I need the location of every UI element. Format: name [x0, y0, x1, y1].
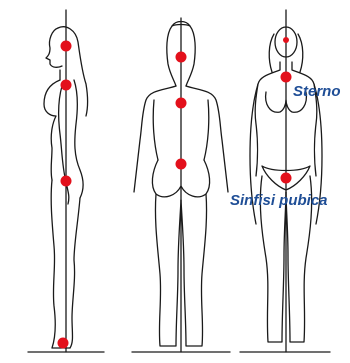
front-hair-right: [298, 34, 303, 72]
back-hair-left: [167, 26, 176, 86]
label-pubic-symphysis: Sinfisi pubica: [230, 193, 328, 208]
back-torso-left: [134, 86, 176, 192]
marker-front-pubic-symphysis: [281, 173, 292, 184]
back-torso-right: [186, 86, 228, 192]
marker-side-ankle: [58, 338, 69, 349]
marker-back-sacrum: [176, 159, 187, 170]
marker-side-shoulder: [61, 80, 72, 91]
figure-side-view: [28, 10, 104, 352]
side-torso-front: [44, 80, 60, 180]
side-leg-front: [51, 180, 70, 348]
side-hair: [58, 27, 88, 116]
front-torso-right: [292, 62, 317, 176]
label-sternum: Sterno: [293, 84, 341, 99]
marker-back-head: [176, 52, 187, 63]
figure-front-view: [240, 10, 330, 352]
back-leg-left: [155, 194, 181, 346]
back-arm-inner-right: [204, 100, 209, 160]
marker-front-sternum: [281, 72, 292, 83]
side-leg-back: [70, 198, 80, 348]
back-hair-right: [186, 26, 195, 86]
side-back: [74, 80, 83, 198]
back-leg-right: [181, 194, 207, 346]
back-arm-inner-left: [153, 100, 158, 160]
marker-back-spine: [176, 98, 187, 109]
marker-front-nose: [283, 37, 289, 43]
marker-side-head: [61, 41, 72, 52]
marker-side-hip: [61, 176, 72, 187]
front-hair-left: [269, 34, 274, 72]
front-torso-left: [255, 62, 280, 176]
figure-back-view: [132, 18, 230, 352]
side-face: [46, 28, 62, 67]
